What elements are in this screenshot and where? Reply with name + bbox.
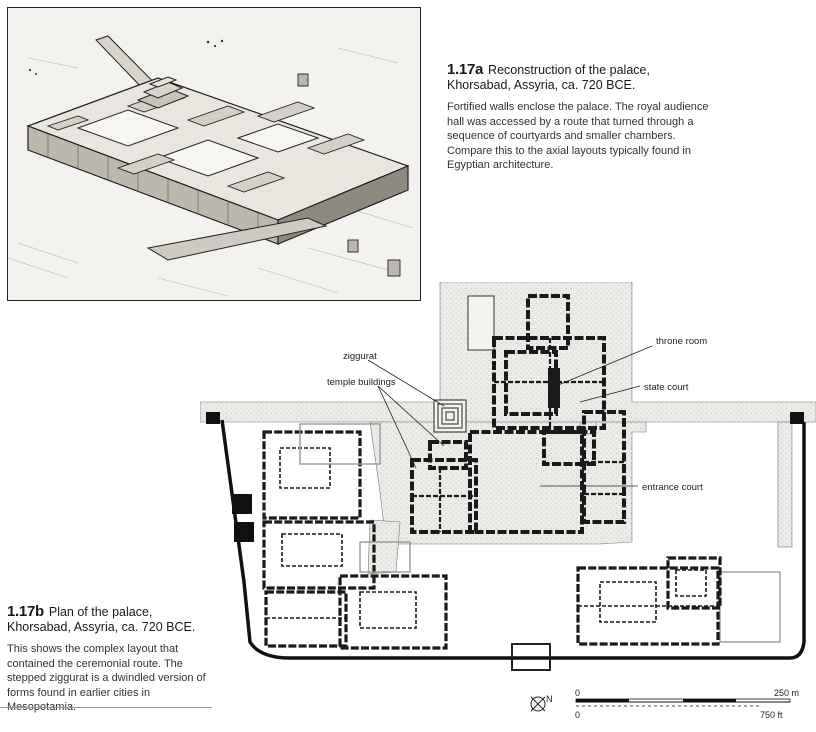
scale-metric-zero: 0 bbox=[575, 688, 580, 698]
city-gate bbox=[511, 643, 551, 671]
residence-inner-left bbox=[266, 447, 417, 629]
corner-towers bbox=[297, 73, 401, 277]
scale-bar: 0 250 m 0 750 ft bbox=[575, 688, 799, 720]
ziggurat-drawing bbox=[136, 76, 190, 109]
caption-b-title: Plan of the palace, Khorsabad, Assyria, … bbox=[7, 605, 196, 634]
figure-number-a: 1.17a bbox=[447, 61, 484, 78]
courtyard bbox=[76, 109, 180, 147]
wall-hatching bbox=[47, 134, 259, 237]
residence-walls-left bbox=[262, 430, 448, 650]
leader-lines bbox=[367, 345, 653, 487]
reconstruction-illustration bbox=[7, 7, 421, 301]
throne-room bbox=[548, 368, 560, 408]
reconstruction-drawing bbox=[8, 35, 414, 297]
courtyard bbox=[156, 139, 260, 177]
courtyard bbox=[236, 123, 320, 153]
ground-texture bbox=[8, 47, 414, 297]
caption-b-body: This shows the complex layout that conta… bbox=[7, 643, 206, 713]
birds bbox=[28, 39, 224, 75]
caption-a-body: Fortified walls enclose the palace. The … bbox=[447, 101, 709, 171]
label-state-court: state court bbox=[644, 382, 689, 393]
north-letter: N bbox=[546, 694, 553, 704]
scale-metric-max: 250 m bbox=[774, 688, 799, 698]
residence-inner-right bbox=[578, 569, 718, 623]
ziggurat-plan bbox=[433, 399, 467, 433]
north-arrow-icon: N bbox=[530, 694, 553, 712]
palace-inner-walls bbox=[412, 338, 624, 532]
palace-plan-drawing: ziggurat temple buildings throne room st… bbox=[200, 282, 816, 720]
residence-walls-right bbox=[576, 556, 722, 646]
scale-imperial-zero: 0 bbox=[575, 710, 580, 720]
label-entrance-court: entrance court bbox=[642, 482, 703, 493]
label-temple-buildings: temple buildings bbox=[327, 377, 396, 388]
wall-towers bbox=[206, 412, 804, 542]
caption-divider bbox=[0, 707, 212, 708]
ramp bbox=[146, 217, 328, 261]
palace-plan: ziggurat temple buildings throne room st… bbox=[200, 282, 816, 732]
city-wall bbox=[220, 419, 806, 660]
label-throne-room: throne room bbox=[656, 336, 707, 347]
label-ziggurat: ziggurat bbox=[343, 351, 377, 362]
terrace-structure bbox=[467, 295, 495, 351]
caption-a-title: Reconstruction of the palace, Khorsabad,… bbox=[447, 63, 650, 92]
figure-number-b: 1.17b bbox=[7, 603, 44, 620]
scale-imperial-max: 750 ft bbox=[760, 710, 783, 720]
